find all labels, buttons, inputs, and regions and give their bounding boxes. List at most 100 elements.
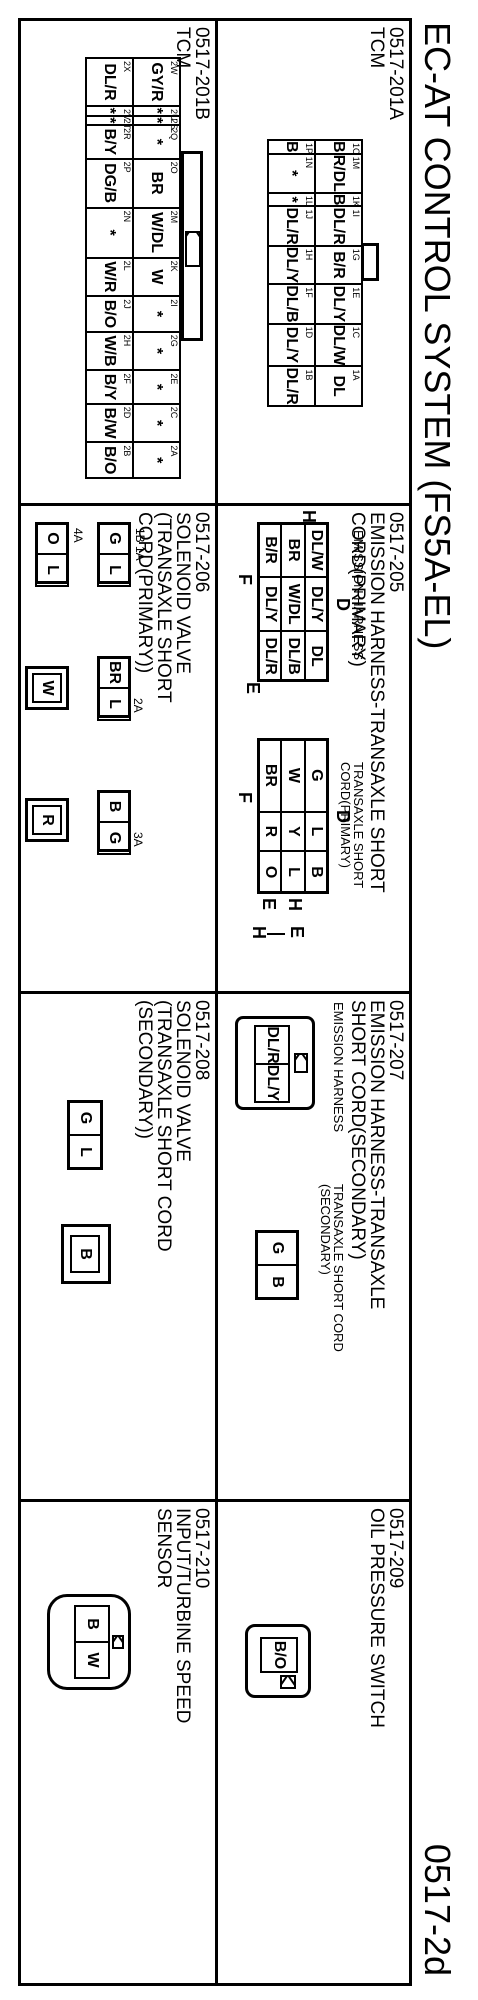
- cell-1-l: L: [97, 553, 131, 587]
- latch-x-210: [112, 1635, 124, 1649]
- wire-color: DL/R: [330, 207, 348, 245]
- label-f-right: F: [235, 792, 255, 803]
- wire-color: *: [148, 347, 166, 355]
- section-209-210: 0517-209 OIL PRESSURE SWITCH B/O 0517-21…: [21, 1499, 409, 1983]
- label-e-left: E: [243, 682, 263, 695]
- pin-number: 2N: [122, 210, 132, 223]
- wire-color: W/DL: [148, 212, 166, 254]
- wire-color: B/R: [330, 251, 348, 279]
- connector-208-2: B: [61, 1224, 111, 1284]
- connector-206-2: BR L: [97, 656, 131, 721]
- pin-cell: 1L*: [268, 192, 315, 207]
- wire-color: *: [148, 457, 166, 464]
- cell-4-l: L: [35, 553, 69, 587]
- connector-207-transaxle: G B: [255, 1230, 299, 1300]
- connector-206-1: G L: [97, 522, 131, 587]
- pin-number: 2J: [122, 299, 132, 309]
- section-207-title: 0517-207 EMISSION HARNESS-TRANSAXLE SHOR…: [347, 1000, 406, 1310]
- pin-number: 2K: [169, 260, 179, 272]
- label-h-right: H: [285, 898, 305, 911]
- wire-color: DL/R: [283, 207, 301, 245]
- wire-cell: R: [258, 811, 282, 852]
- wire-color: *: [101, 229, 119, 236]
- pins-1: 1B 1A: [133, 528, 147, 561]
- label-e-jumper: E: [287, 926, 307, 939]
- wire-color: DL/Y: [283, 326, 301, 364]
- pin-number: 1P: [304, 143, 314, 155]
- wire-color: W/B: [101, 335, 119, 367]
- pins-2: 2A: [131, 698, 145, 713]
- section-209-title: 0517-209 OIL PRESSURE SWITCH: [366, 1508, 406, 1728]
- wire-color: B: [330, 141, 348, 153]
- pin-number: 2X: [122, 61, 132, 73]
- section-206: 0517-206 SOLENOID VALVE (TRANSAXLE SHORT…: [21, 506, 215, 991]
- wire-color: B/O: [101, 299, 119, 329]
- pin-number: 1G: [351, 248, 361, 261]
- latch-x-mark: [185, 231, 201, 267]
- wire-color: B: [330, 193, 348, 206]
- wire-color: GY/R: [148, 62, 166, 102]
- wire-color: B: [283, 141, 301, 153]
- wire-color: DL/W: [330, 324, 348, 366]
- pin-number: 1E: [351, 287, 361, 299]
- section-205-sub-left: EMISSION HARNESS: [351, 530, 366, 661]
- label-d-left: D: [333, 598, 353, 611]
- pin-number: 1L: [304, 195, 314, 206]
- pin-number: 1J: [304, 209, 314, 219]
- wire-cell: Y: [281, 811, 305, 852]
- pin-number: 2L: [122, 260, 132, 271]
- section-205: 0517-205 EMISSION HARNESS-TRANSAXLE SHOR…: [215, 506, 409, 991]
- pin-cell: 2E*: [133, 370, 180, 404]
- pin-number: 2I: [169, 299, 179, 307]
- cell-207-dly: DL/Y: [254, 1063, 290, 1103]
- cell-208-b: B: [70, 1235, 100, 1273]
- pin-number: 2H: [122, 334, 132, 347]
- pins-4: 4A: [71, 528, 85, 543]
- pin-number: 1I: [351, 209, 361, 217]
- pin-number: 1M: [351, 156, 361, 170]
- section-210: 0517-210 INPUT/TURBINE SPEED SENSOR B W: [21, 1502, 215, 1983]
- pin-cell: 2I*: [133, 296, 180, 332]
- wire-color: *: [148, 419, 166, 427]
- jumper-line: [267, 933, 285, 935]
- pin-number: 1B: [304, 369, 314, 381]
- wire-cell: DL: [304, 631, 328, 681]
- latch-x-209: [280, 1675, 296, 1689]
- wire-color: *: [148, 383, 166, 391]
- cell-209-bo: B/O: [260, 1637, 298, 1673]
- wire-color: R/DL: [330, 154, 348, 192]
- wire-cell: W/DL: [281, 577, 305, 632]
- wire-cell: DL/Y: [258, 577, 282, 632]
- wire-cell: W: [281, 739, 305, 812]
- cell-2-br: BR: [97, 656, 131, 689]
- connector-206-w: W: [25, 666, 69, 710]
- wire-color: *: [148, 107, 166, 114]
- pin-cell: 2G*: [133, 331, 180, 371]
- wire-cell: DL/Y: [304, 577, 328, 632]
- wire-color: DL/R: [283, 367, 301, 405]
- pin-cell: 2S*: [133, 115, 180, 130]
- connector-206-4: O L: [35, 522, 69, 587]
- wire-color: DL/B: [283, 285, 301, 323]
- wire-cell: G: [304, 739, 328, 812]
- wire-color: DL: [330, 375, 348, 397]
- wire-cell: B/R: [258, 523, 282, 578]
- pin-number: 2B: [122, 445, 132, 457]
- pin-number: 2G: [169, 334, 179, 347]
- pin-number: 1F: [304, 287, 314, 298]
- section-201a-title: 0517-201A TCM: [366, 27, 406, 120]
- wire-color: DL/Y: [283, 246, 301, 284]
